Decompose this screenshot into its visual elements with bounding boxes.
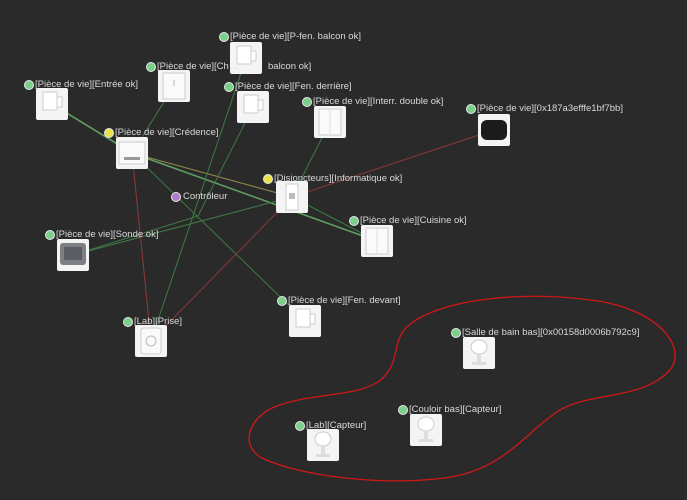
relay-module-icon[interactable] xyxy=(116,137,148,169)
motion-sensor-icon[interactable] xyxy=(463,337,495,369)
thermo-hygrometer-icon[interactable] xyxy=(57,239,89,271)
node-label-fendev[interactable]: [Pièce de vie][Fen. devant] xyxy=(288,295,401,306)
status-dot-ok xyxy=(451,328,461,338)
link-disj-sonde xyxy=(72,196,293,256)
status-dot-ok xyxy=(146,62,156,72)
link-disj-prise xyxy=(150,196,293,342)
link-credence-cuisine xyxy=(131,152,378,242)
status-dot-ok xyxy=(219,32,229,42)
status-dot-ok xyxy=(302,97,312,107)
link-fenderr-ctrl xyxy=(197,106,254,217)
link-balcon-prise xyxy=(150,57,247,342)
contact-sensor-icon[interactable] xyxy=(237,91,269,123)
wall-switch-icon[interactable] xyxy=(314,106,346,138)
node-label-prise[interactable]: [Lab][Prise] xyxy=(134,316,183,327)
node-label-sonde[interactable]: [Pièce de vie][Sonde ok] xyxy=(56,229,159,240)
status-dot-ok xyxy=(24,80,34,90)
node-label-balcon[interactable]: [Pièce de vie][P-fen. balcon ok] xyxy=(230,31,361,42)
node-label-disj[interactable]: [Disjoncteurs][Informatique ok] xyxy=(274,173,403,184)
node-label-entree[interactable]: [Pièce de vie][Entrée ok] xyxy=(35,79,138,90)
status-dot-ok xyxy=(123,317,133,327)
node-label-chem[interactable]: [Pièce de vie][Ch… xyxy=(157,61,239,72)
link-ir-disj xyxy=(291,129,495,198)
node-label-ir[interactable]: [Pièce de vie][0x187a3efffe1bf7bb] xyxy=(477,103,623,114)
node-label-ctrl[interactable]: Contrôleur xyxy=(183,191,228,202)
wall-switch-icon[interactable] xyxy=(158,70,190,102)
contact-sensor-icon[interactable] xyxy=(289,305,321,337)
status-dot-ok xyxy=(349,216,359,226)
status-dot-warn xyxy=(104,128,114,138)
node-label-fenderr[interactable]: [Pièce de vie][Fen. derrière] xyxy=(235,81,352,92)
status-dot-ok xyxy=(398,405,408,415)
node-label-credence[interactable]: [Pièce de vie][Crédence] xyxy=(115,127,219,138)
status-dot-ok xyxy=(45,230,55,240)
link-ctrl-sonde xyxy=(72,215,199,256)
node-label-labcapt[interactable]: [Lab][Capteur] xyxy=(306,420,367,431)
status-dot-coordinator xyxy=(171,192,181,202)
node-label-sdb[interactable]: [Salle de bain bas][0x00158d0006b792c9] xyxy=(462,327,640,338)
status-dot-ok xyxy=(466,104,476,114)
node-label-interr[interactable]: [Pièce de vie][Interr. double ok] xyxy=(313,96,444,107)
link-credence-disj xyxy=(131,152,293,198)
contact-sensor-icon[interactable] xyxy=(36,88,68,120)
node-label-couloir[interactable]: [Couloir bas][Capteur] xyxy=(409,404,502,415)
node-label-cuisine[interactable]: [Pièce de vie][Cuisine ok] xyxy=(360,215,467,226)
status-dot-ok xyxy=(224,82,234,92)
status-dot-ok xyxy=(295,421,305,431)
contact-sensor-icon[interactable] xyxy=(230,42,262,74)
smart-plug-icon[interactable] xyxy=(135,325,167,357)
wall-switch-icon[interactable] xyxy=(361,225,393,257)
ir-hub-icon[interactable] xyxy=(478,114,510,146)
status-dot-ok xyxy=(277,296,287,306)
node-label-chem-tail: balcon ok] xyxy=(268,61,312,72)
motion-sensor-icon[interactable] xyxy=(307,429,339,461)
status-dot-warn xyxy=(263,174,273,184)
motion-sensor-icon[interactable] xyxy=(410,414,442,446)
link-credence-fendev xyxy=(131,152,306,322)
din-breaker-icon[interactable] xyxy=(276,181,308,213)
group-outline xyxy=(248,295,676,482)
link-credence-prise xyxy=(131,152,152,342)
